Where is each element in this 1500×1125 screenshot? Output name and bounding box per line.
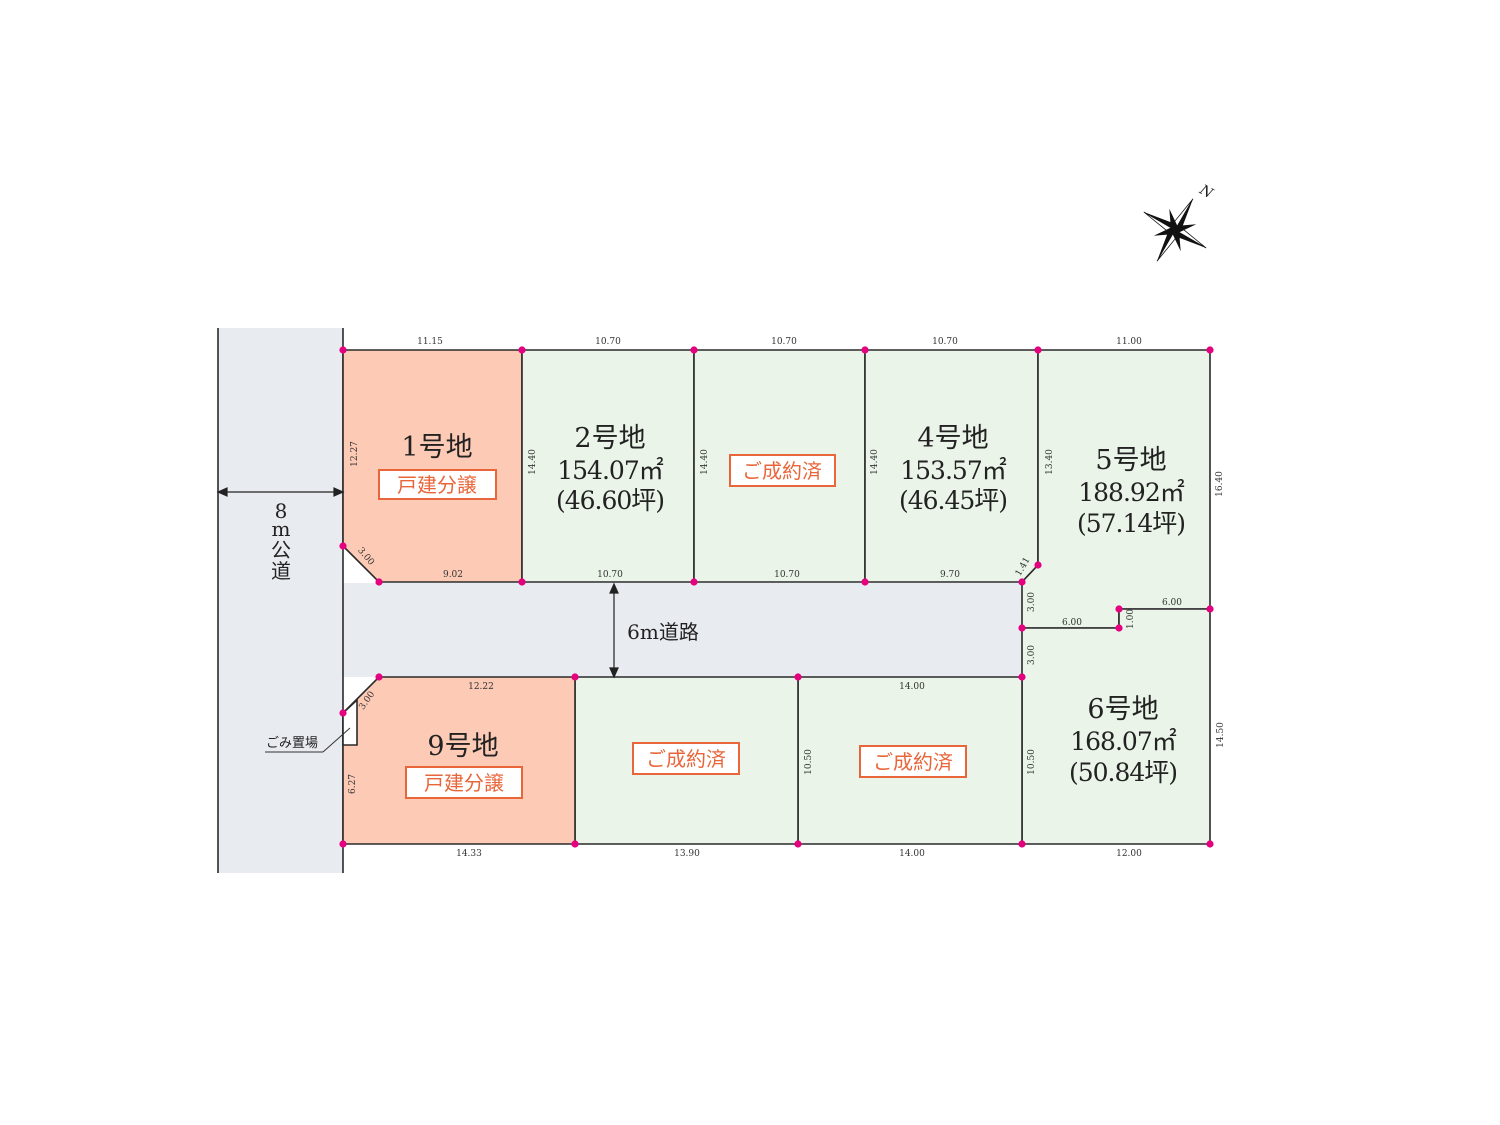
lot-9-name: 9号地 [427,731,498,762]
svg-text:13.40: 13.40 [1045,449,1055,475]
svg-text:12.00: 12.00 [1116,849,1142,859]
private-road-6m [343,583,1022,677]
svg-text:10.70: 10.70 [771,337,797,347]
lot-9-badge [405,766,523,799]
lot-1-status: 戸建分譲 [397,473,477,497]
svg-text:6.00: 6.00 [1062,618,1082,628]
lot-4-name: 4号地 [917,423,988,454]
svg-text:10.50: 10.50 [1027,749,1037,775]
lot-7-badge [859,745,967,778]
lot-2-name: 2号地 [574,423,645,454]
svg-text:9.70: 9.70 [940,570,960,580]
svg-text:14.00: 14.00 [899,682,925,692]
svg-text:10.70: 10.70 [932,337,958,347]
lot-2-area: 154.07㎡ [557,456,663,485]
lot-5-tsubo: (57.14坪) [1077,509,1185,538]
lot-4-area: 153.57㎡ [900,456,1006,485]
svg-text:10.70: 10.70 [597,570,623,580]
svg-text:12.27: 12.27 [350,441,360,467]
lot-1-name: 1号地 [401,432,472,463]
lot-5-area: 188.92㎡ [1078,478,1184,507]
svg-text:14.33: 14.33 [456,849,482,859]
garbage-leader [322,727,351,753]
svg-text:11.15: 11.15 [417,337,443,347]
lot-1[interactable] [342,349,523,583]
svg-text:14.40: 14.40 [528,449,538,475]
lot-3-status: ご成約済 [742,459,822,483]
boundary-markers [339,346,1214,848]
garbage-label: ごみ置場 [266,735,318,751]
lot-6-name: 6号地 [1087,694,1158,725]
svg-text:10.50: 10.50 [804,749,814,775]
lot-8-status: ご成約済 [646,747,726,771]
lot-7-status: ご成約済 [873,750,953,774]
svg-text:1.00: 1.00 [1126,609,1136,629]
road-width-arrow-6m [609,582,619,679]
lot-3-badge [729,454,836,487]
public-road-label: 8 m 公 道 [271,499,291,583]
lot-8-badge [632,742,740,775]
compass-icon [1143,198,1207,262]
svg-text:道: 道 [271,559,291,583]
svg-text:10.70: 10.70 [774,570,800,580]
lot-5-name: 5号地 [1095,445,1166,476]
svg-text:10.70: 10.70 [595,337,621,347]
lot-1-badge [378,469,497,500]
lot-6-area: 168.07㎡ [1070,727,1176,756]
lot-4-tsubo: (46.45坪) [899,486,1007,515]
public-road-8m [218,328,343,873]
svg-text:公: 公 [271,538,291,562]
private-road-label: 6m道路 [627,620,699,644]
compass-north-label: N [1196,182,1216,203]
svg-text:11.00: 11.00 [1116,337,1142,347]
svg-text:3.00: 3.00 [1027,645,1037,665]
lot-2-tsubo: (46.60坪) [556,486,664,515]
svg-text:9.02: 9.02 [443,570,463,580]
svg-text:14.50: 14.50 [1216,722,1226,748]
svg-text:6.27: 6.27 [348,774,358,794]
svg-text:14.40: 14.40 [700,449,710,475]
svg-text:13.90: 13.90 [674,849,700,859]
svg-text:6.00: 6.00 [1162,598,1182,608]
svg-text:3.00: 3.00 [1027,592,1037,612]
garbage-area [342,698,358,746]
svg-text:16.40: 16.40 [1215,471,1225,497]
svg-text:14.40: 14.40 [870,449,880,475]
road-width-arrow-8m [216,487,345,497]
svg-text:12.22: 12.22 [468,682,494,692]
svg-text:m: m [272,517,291,541]
svg-text:8: 8 [275,499,288,523]
lot-6-tsubo: (50.84坪) [1069,758,1177,787]
lot-9-status: 戸建分譲 [424,771,504,795]
svg-text:14.00: 14.00 [899,849,925,859]
